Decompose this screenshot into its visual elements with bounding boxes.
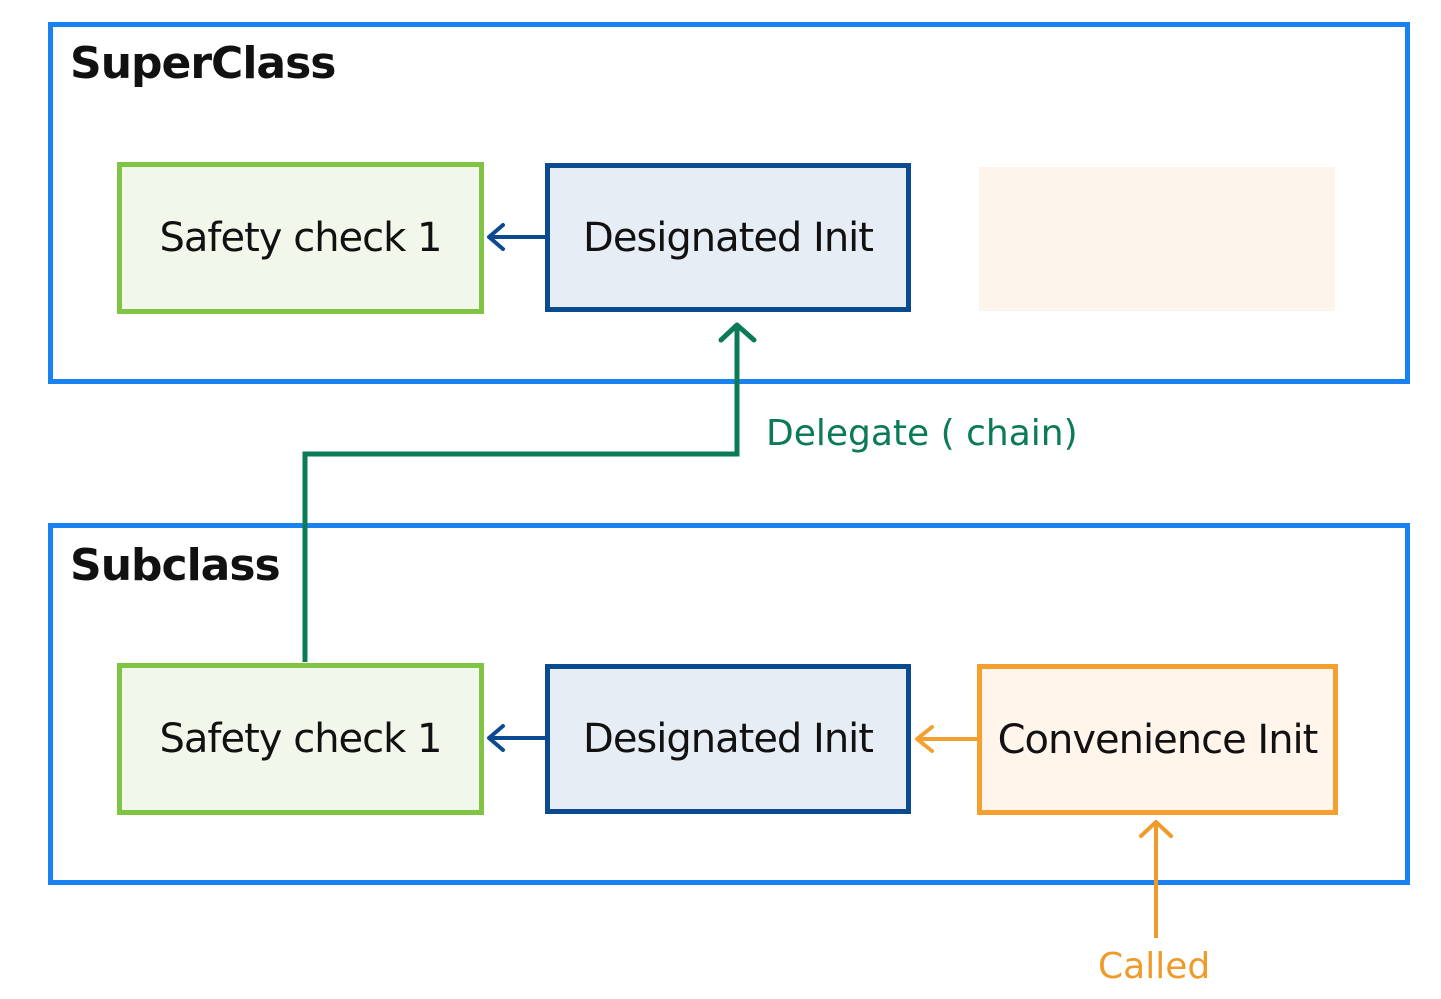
delegate-chain-arrow: [302, 322, 757, 662]
called-arrow: [1139, 820, 1173, 938]
super-designated-to-safety-arrow: [487, 223, 545, 251]
subclass-safety-check-label: Safety check 1: [159, 716, 443, 762]
called-label: Called: [1098, 946, 1211, 987]
superclass-designated-init-label: Designated Init: [583, 214, 874, 261]
superclass-designated-init-node: Designated Init: [545, 163, 911, 312]
subclass-designated-init-node: Designated Init: [545, 664, 911, 814]
delegate-chain-label: Delegate ( chain): [766, 413, 1078, 454]
subclass-convenience-init-label: Convenience Init: [997, 716, 1319, 763]
subclass-convenience-init-node: Convenience Init: [977, 664, 1338, 815]
convenience-to-designated-arrow: [915, 725, 977, 753]
sub-designated-to-safety-arrow: [487, 724, 545, 752]
subclass-designated-init-label: Designated Init: [583, 716, 874, 762]
superclass-safety-check-label: Safety check 1: [159, 215, 443, 261]
superclass-safety-check-node: Safety check 1: [117, 162, 484, 314]
subclass-title: Subclass: [70, 540, 281, 591]
subclass-safety-check-node: Safety check 1: [117, 663, 484, 815]
superclass-empty-placeholder: [979, 167, 1335, 311]
superclass-title: SuperClass: [70, 38, 336, 89]
